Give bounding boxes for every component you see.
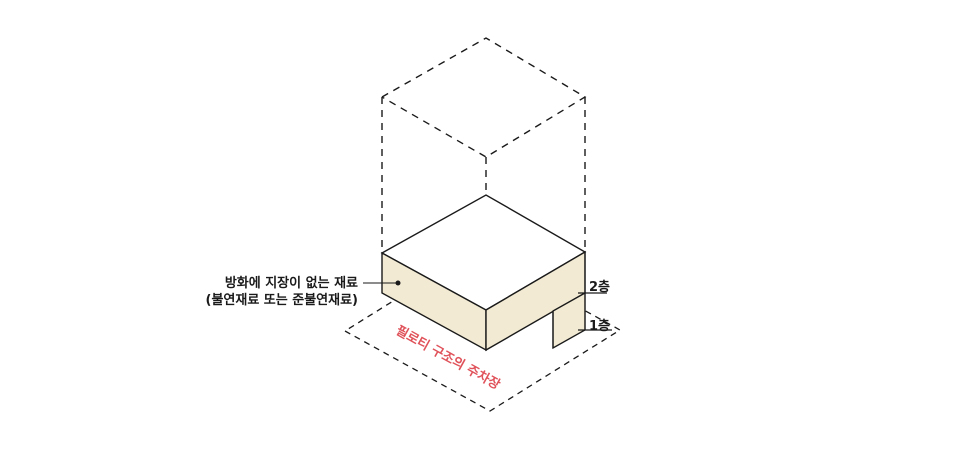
material-label-line2: (불연재료 또는 준불연재료) <box>206 293 359 308</box>
material-leader-dot <box>395 280 401 286</box>
floor-2-label: 2층 <box>589 279 610 295</box>
material-label-line1: 방화에 지장이 없는 재료 <box>225 275 358 291</box>
parking-ground-outline <box>343 249 622 412</box>
floor-1-label: 1층 <box>589 318 610 334</box>
floor-height-markers <box>578 252 612 331</box>
upper-envelope-dashed <box>381 37 587 253</box>
